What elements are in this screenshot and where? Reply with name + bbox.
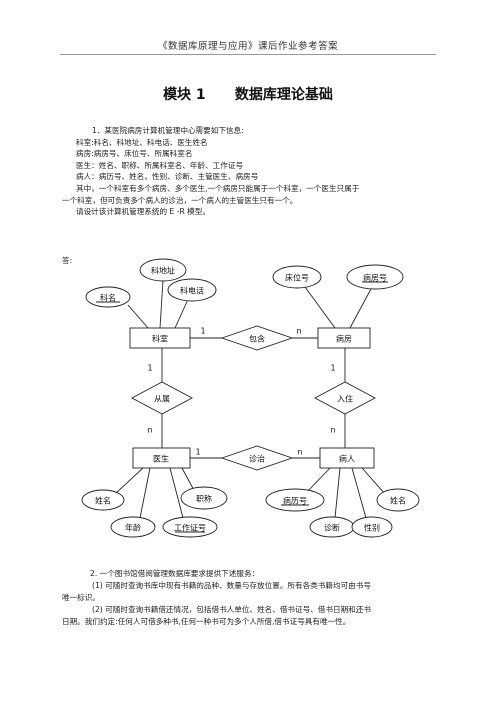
running-header: 《数据库原理与应用》课后作业参考答案 [157,41,338,52]
attr-ward-no [346,264,404,290]
label-patient-record: 病历号 [283,496,307,506]
attr-dept-phone [167,278,217,302]
card-contains-dept: 1 [200,327,205,336]
attr-patient-record [265,488,325,512]
q2-line-item2-cont: 日期。我们约定:任何人可借多种书,任何一种书可为多个人所借,借书证号具有唯一性。 [62,617,351,626]
line-patient-diag [334,467,341,519]
question-1: 1．某医院病房计算机管理中心需要如下信息: 科室:科名、科地址、科电话、医生姓名… [62,125,436,218]
card-admitted-patient: n [330,426,335,435]
module-title: 模块 1 数据库理论基础 [163,87,333,103]
q1-line-doctor: 医生：姓名、职称、所属科室名、年龄、工作证号 [76,160,244,170]
attr-dept-address [139,258,187,282]
label-patient-gender: 性别 [364,523,380,533]
label-patient: 病人 [339,454,355,464]
attr-doc-age [110,516,156,538]
q1-line-task: 请设计该计算机管理系统的 E -R 模型。 [76,207,210,217]
q1-line-intro: 1．某医院病房计算机管理中心需要如下信息: [92,126,244,135]
card-contains-ward: n [296,327,301,336]
q2-line-intro: 2. 一个图书馆借阅管理数据库要求提供下述服务： [90,569,260,578]
label-doc-age: 年龄 [125,523,141,533]
attr-doc-title [180,486,228,510]
label-contains: 包含 [249,334,265,344]
card-belongs-dept: 1 [147,364,152,373]
line-patient-record [304,467,331,495]
label-doctor: 医生 [153,454,169,464]
q2-line-item1-cont: 唯一标识。 [62,593,100,602]
q1-line-constraints-2: 一个科室，但可负责多个病人的诊治，一个病人的主管医生只有一个。 [62,195,298,205]
line-dept-name [127,304,149,329]
line-bed-no [304,286,336,329]
attr-bed-no [272,265,322,289]
attr-patient-gender [351,516,393,538]
label-belongs: 从属 [154,395,170,404]
q2-line-item2: (2) 可随时查询书籍借还情况，包括借书人单位、姓名、借书证号、借书日期和还书 [92,605,371,614]
answer-label: 答: [62,256,73,265]
label-admitted: 入住 [337,394,353,404]
label-patient-diag: 诊断 [324,523,340,533]
label-bed-no: 床位号 [285,273,309,283]
rel-admitted [314,381,376,415]
rel-treats [220,445,294,471]
q1-line-constraints-1: 其中，一个科室有多个病房、多个医生,一个病房只能属于一个科室，一个医生只属于 [76,183,360,193]
q1-line-department: 科室:科名、科地址、科电话、医生姓名 [76,137,208,147]
line-patient-name [361,467,386,495]
label-ward-no: 病房号 [363,273,387,283]
line-patient-gender [351,467,367,519]
q1-line-patient: 病人：病历号、姓名、性别、诊断、主管医生、病房号 [76,172,259,182]
entity-department [129,327,191,349]
label-doc-name: 姓名 [95,496,111,506]
card-treats-doc: 1 [195,448,200,457]
label-patient-name: 姓名 [390,496,406,506]
entity-ward [317,327,371,349]
line-dept-address [159,279,164,329]
card-belongs-doc: n [147,426,152,435]
line-doc-id [169,467,184,519]
label-dept-name: 科名 [100,293,116,303]
entity-doctor [132,447,191,469]
q1-line-ward: 病房:病房号、床位号、所属科室名 [76,149,193,159]
question-2: 2. 一个图书馆借阅管理数据库要求提供下述服务： (1) 可随时查询书库中现有书… [62,568,436,628]
card-admitted-ward: 1 [330,364,335,373]
rel-belongs [131,381,193,415]
header-rule [60,54,436,55]
label-ward: 病房 [336,334,352,344]
label-dept-phone: 科电话 [180,286,204,296]
line-ward-no [349,286,373,329]
label-treats: 诊治 [249,454,265,464]
line-doc-age [139,467,151,519]
label-doc-title: 职称 [196,494,212,504]
attr-patient-name [376,488,420,512]
label-doc-id: 工作证号 [174,523,206,533]
card-treats-patient: n [297,448,302,457]
label-dept-address: 科地址 [151,266,175,276]
entity-patient [319,447,375,469]
rel-contains [220,325,294,351]
label-department: 科室 [152,334,168,344]
line-doc-name [114,467,144,495]
q2-line-item1: (1) 可随时查询书库中现有书籍的品种、数量与存放位置。所有各类书籍均可由书号 [92,581,371,590]
attr-doc-name [81,489,125,511]
